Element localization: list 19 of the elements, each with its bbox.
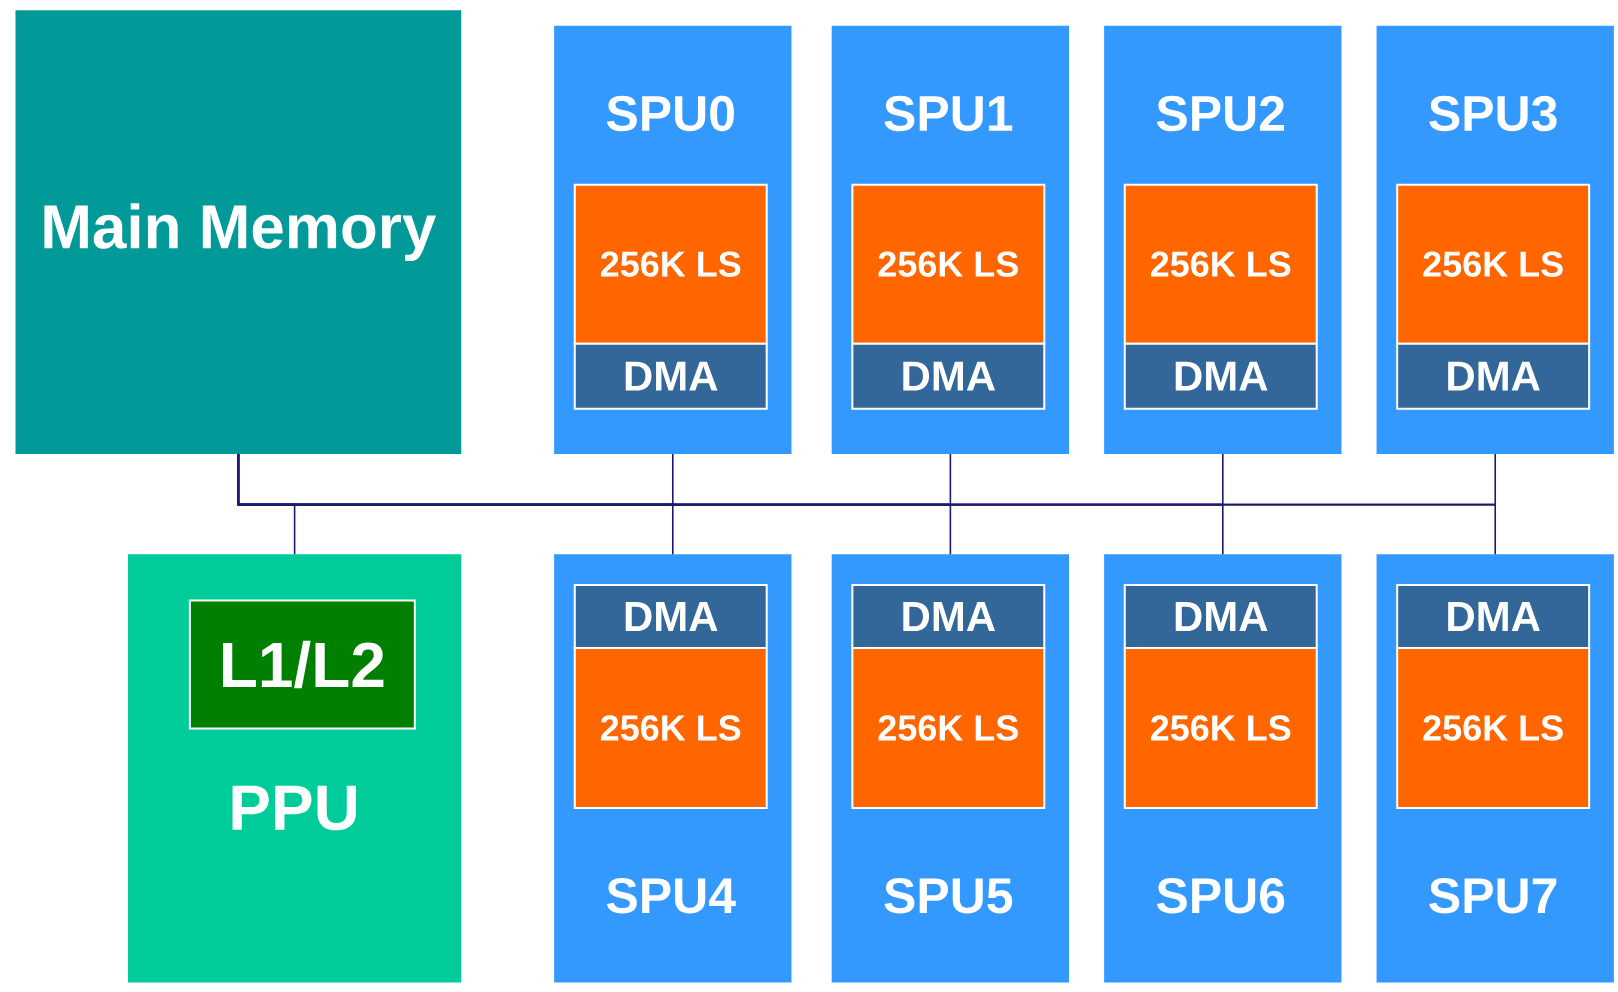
local-store-box: 256K LS <box>851 647 1046 809</box>
dma-box: DMA <box>573 584 768 650</box>
local-store-box: 256K LS <box>1396 183 1591 345</box>
dma-box: DMA <box>1396 584 1591 650</box>
local-store-box: 256K LS <box>1123 183 1318 345</box>
bus-line <box>237 453 1496 555</box>
dma-box: DMA <box>573 342 768 410</box>
local-store-box: 256K LS <box>1123 647 1318 809</box>
dma-box: DMA <box>851 584 1046 650</box>
local-store-box: 256K LS <box>851 183 1046 345</box>
local-store-box: 256K LS <box>573 183 768 345</box>
dma-box: DMA <box>1396 342 1591 410</box>
memory-box: Main Memory <box>15 10 462 455</box>
cache-box: L1/L2 <box>188 599 416 730</box>
local-store-box: 256K LS <box>1396 647 1591 809</box>
local-store-box: 256K LS <box>573 647 768 809</box>
dma-box: DMA <box>851 342 1046 410</box>
dma-box: DMA <box>1123 584 1318 650</box>
dma-box: DMA <box>1123 342 1318 410</box>
